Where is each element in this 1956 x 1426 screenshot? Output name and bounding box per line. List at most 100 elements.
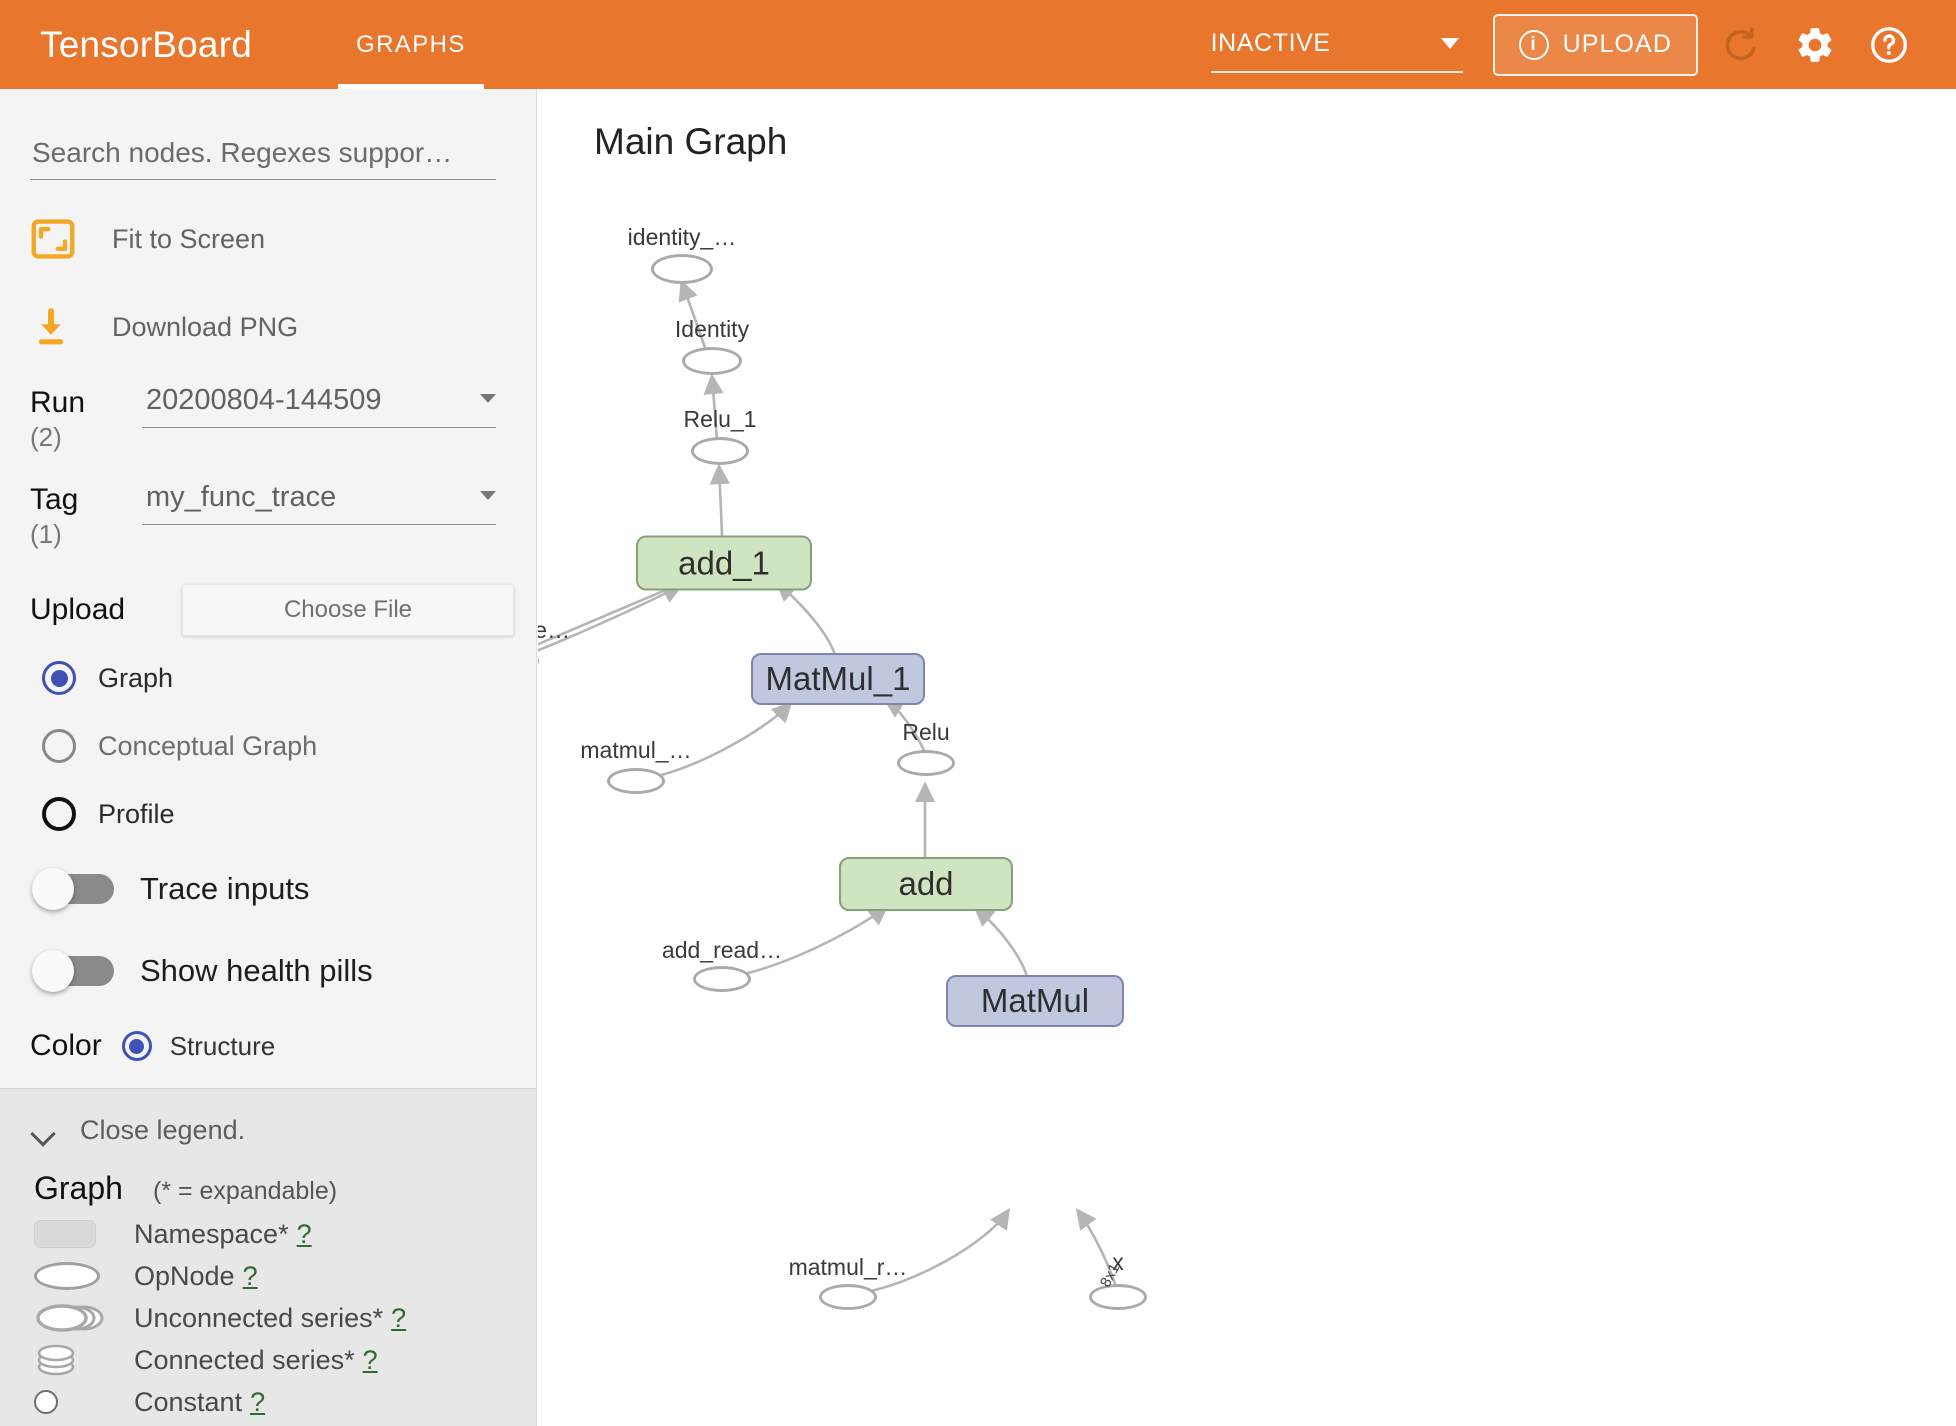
choose-file-button[interactable]: Choose File	[182, 584, 514, 636]
sidebar-divider	[0, 1088, 536, 1089]
node-add-1[interactable]: add_1	[636, 535, 812, 591]
connected-series-symbol-icon	[34, 1341, 120, 1379]
legend-item-label: Connected series*?	[134, 1344, 378, 1375]
radio-conceptual-graph[interactable]: Conceptual Graph	[42, 720, 536, 772]
legend-item-label: OpNode?	[134, 1260, 258, 1291]
tag-select[interactable]: my_func_trace	[142, 475, 496, 525]
info-circle-icon: i	[1518, 29, 1549, 60]
run-status-dropdown[interactable]: INACTIVE	[1210, 17, 1463, 73]
radio-conceptual-graph-label: Conceptual Graph	[98, 730, 318, 761]
node-matmul-readvariableop[interactable]	[819, 1284, 877, 1310]
help-link[interactable]: ?	[250, 1386, 266, 1417]
node-relu-1[interactable]	[691, 437, 749, 465]
node-add-label: add	[898, 865, 954, 902]
radio-conceptual-graph-indicator	[42, 729, 76, 763]
chevron-down-icon	[480, 491, 496, 500]
toggle-trace-inputs-switch	[32, 868, 114, 910]
legend-title: Graph	[34, 1170, 123, 1206]
node-x[interactable]	[1089, 1284, 1147, 1310]
gear-icon[interactable]	[1784, 14, 1846, 76]
node-matmul-1-readvariableop[interactable]	[607, 768, 665, 794]
reload-icon[interactable]	[1710, 14, 1772, 76]
tab-graphs[interactable]: GRAPHS	[330, 0, 492, 89]
toggle-trace-inputs[interactable]: Trace inputs	[32, 856, 536, 922]
legend-item-label: Unconnected series*?	[134, 1302, 407, 1333]
node-matmul-1[interactable]: MatMul_1	[751, 653, 925, 705]
radio-structure-indicator[interactable]	[121, 1031, 152, 1061]
node-matmul-label: MatMul	[980, 982, 1090, 1019]
node-add-readvariableop[interactable]	[693, 966, 751, 992]
legend-item-namespace: Namespace*?	[0, 1213, 536, 1255]
nav-tabs: GRAPHS	[330, 0, 492, 89]
tab-graphs-label: GRAPHS	[356, 30, 466, 58]
tag-label-block: Tag (1)	[30, 475, 142, 550]
chevron-down-icon	[480, 394, 496, 403]
legend-title-row: Graph (* = expandable)	[0, 1156, 536, 1213]
fit-to-screen-button[interactable]: Fit to Screen	[30, 210, 536, 268]
sidebar-controls: Fit to Screen Download PNG Run (2) 20200…	[0, 136, 536, 1089]
choose-file-label: Choose File	[283, 596, 413, 623]
upload-button-label: UPLOAD	[1562, 30, 1672, 58]
legend-expandable-note: (* = expandable)	[152, 1177, 338, 1205]
node-matmul[interactable]: MatMul	[946, 975, 1124, 1027]
search-input[interactable]	[30, 136, 496, 170]
legend-panel: Close legend. Graph (* = expandable) Nam…	[0, 1089, 536, 1426]
upload-row: Upload Choose File	[30, 584, 536, 636]
legend-item-label: Constant?	[134, 1386, 266, 1417]
radio-profile[interactable]: Profile	[42, 788, 536, 840]
color-structure-label: Structure	[169, 1030, 276, 1061]
download-png-button[interactable]: Download PNG	[30, 298, 536, 356]
toggle-health-pills-label: Show health pills	[140, 953, 373, 988]
node-identity[interactable]	[682, 347, 742, 375]
chevron-down-icon	[34, 1125, 56, 1137]
fit-to-screen-icon	[30, 219, 86, 259]
run-status-label: INACTIVE	[1210, 29, 1331, 57]
node-matmul-1-label: MatMul_1	[765, 660, 911, 697]
legend-item-connected-series: Connected series*?	[0, 1339, 536, 1381]
chevron-down-icon	[1440, 38, 1459, 49]
tag-label: Tag	[30, 483, 79, 516]
legend-item-label: Namespace*?	[134, 1218, 312, 1249]
tag-count: (1)	[30, 519, 62, 549]
namespace-symbol-icon	[34, 1220, 120, 1248]
fit-to-screen-label: Fit to Screen	[112, 223, 266, 254]
color-label: Color	[30, 1029, 102, 1062]
help-link[interactable]: ?	[391, 1302, 407, 1333]
upload-label: Upload	[30, 593, 126, 626]
graph-edges	[538, 279, 1120, 1296]
node-add-1-label: add_1	[678, 544, 770, 581]
node-identity-out[interactable]	[651, 254, 713, 284]
page-title: Main Graph	[594, 121, 788, 162]
run-row: Run (2) 20200804-144509	[30, 378, 536, 453]
radio-graph-label: Graph	[98, 662, 174, 693]
constant-symbol-icon	[34, 1390, 120, 1414]
close-legend-label: Close legend.	[80, 1115, 246, 1145]
close-legend-button[interactable]: Close legend.	[0, 1089, 536, 1156]
legend-item-constant: Constant?	[0, 1381, 536, 1423]
opnode-symbol-icon	[34, 1262, 120, 1290]
app-title: TensorBoard	[40, 23, 252, 65]
app-header: TensorBoard GRAPHS INACTIVE i UPLOAD	[0, 0, 1956, 89]
run-select[interactable]: 20200804-144509	[142, 378, 496, 428]
toggle-trace-inputs-label: Trace inputs	[140, 871, 310, 906]
legend-item-opnode: OpNode?	[0, 1255, 536, 1297]
node-relu[interactable]	[897, 750, 955, 776]
radio-graph[interactable]: Graph	[42, 652, 536, 704]
help-link[interactable]: ?	[242, 1260, 258, 1291]
node-add[interactable]: add	[839, 857, 1013, 911]
help-link[interactable]: ?	[362, 1344, 378, 1375]
graph-canvas[interactable]: identity_… Identity Relu_1 add_1 add_1_r…	[538, 89, 1956, 1426]
radio-profile-label: Profile	[98, 798, 175, 829]
radio-graph-indicator	[42, 661, 76, 695]
help-circle-icon[interactable]	[1858, 14, 1920, 76]
graph-view: Main Graph	[538, 89, 1956, 1426]
upload-button[interactable]: i UPLOAD	[1492, 13, 1698, 76]
toggle-health-pills[interactable]: Show health pills	[32, 938, 536, 1004]
run-label: Run	[30, 386, 86, 419]
run-label-block: Run (2)	[30, 378, 142, 453]
run-select-value: 20200804-144509	[146, 384, 382, 416]
download-png-label: Download PNG	[112, 311, 299, 342]
help-link[interactable]: ?	[296, 1218, 312, 1249]
header-actions: INACTIVE i UPLOAD	[1210, 13, 1956, 76]
legend-item-unconnected-series: Unconnected series*?	[0, 1297, 536, 1339]
